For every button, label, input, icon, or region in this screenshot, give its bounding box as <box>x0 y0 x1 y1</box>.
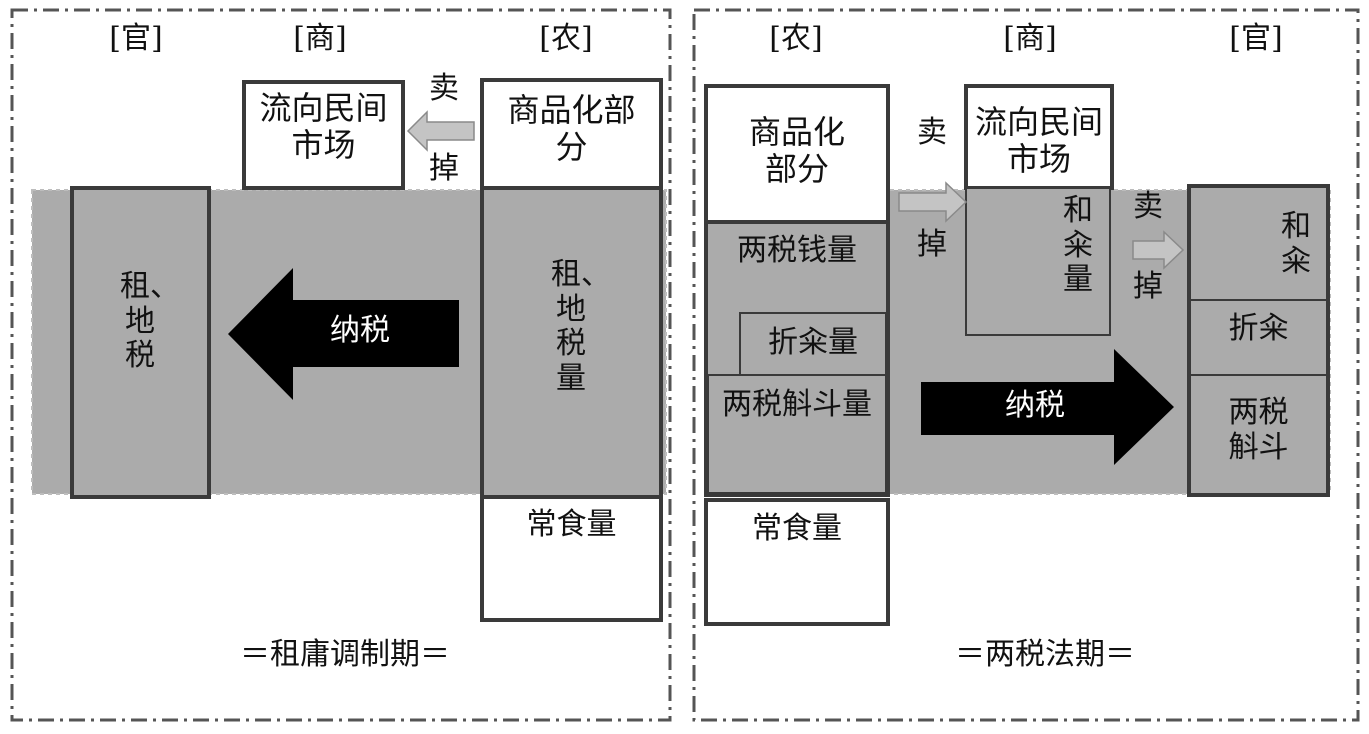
right-commodity-label: 商品化部分 <box>748 113 845 188</box>
left-header-official: [官] <box>109 21 163 56</box>
right-sell2-bottom: 掉 <box>1133 269 1163 304</box>
left-header-merchant: [商] <box>293 21 347 56</box>
left-tax-arrow-label: 纳税 <box>330 313 390 348</box>
right-market-box <box>964 84 1114 190</box>
left-market-label: 流向民间市场 <box>259 89 388 164</box>
right-hudou-label: 两税斛斗量 <box>722 387 872 422</box>
right-hudou-box <box>707 374 887 494</box>
left-farmer-tax-label: 租、地税量 <box>551 257 611 396</box>
left-farmer-tax-box <box>480 186 663 499</box>
right-food-label: 常食量 <box>752 511 842 546</box>
left-tax-arrow <box>228 268 459 400</box>
right-official-box <box>1187 184 1330 497</box>
left-food-label: 常食量 <box>526 507 617 542</box>
right-panel-frame <box>692 8 1360 722</box>
right-food-box <box>704 498 890 626</box>
right-header-official: [官] <box>1229 21 1283 56</box>
right-hedi-label: 和籴量 <box>1063 193 1093 297</box>
left-official-box <box>70 186 211 499</box>
right-liangshui-money-label: 两税钱量 <box>737 233 857 268</box>
right-tax-arrow <box>921 349 1174 465</box>
right-header-farmer: [农] <box>769 21 823 56</box>
right-header-merchant: [商] <box>1003 21 1057 56</box>
left-sell-arrow <box>406 110 475 152</box>
right-sell2-top: 卖 <box>1133 189 1163 224</box>
right-official-hedi-label: 和籴 <box>1281 209 1311 279</box>
left-header-farmer: [农] <box>539 21 593 56</box>
right-period-label: ＝两税法期＝ <box>955 637 1135 672</box>
right-sell-arrow-1 <box>898 181 968 223</box>
right-sell1-top: 卖 <box>917 115 947 150</box>
left-food-box <box>480 495 663 622</box>
right-sell1-bottom: 掉 <box>917 227 947 262</box>
left-market-box <box>242 80 405 190</box>
left-commodity-label: 商品化部分 <box>507 91 636 166</box>
right-commodity-box <box>704 84 890 224</box>
left-official-tax-label: 租、地税 <box>120 269 180 373</box>
right-official-zhedi-label: 折籴 <box>1228 311 1289 346</box>
right-zhedi-label: 折籴量 <box>768 325 858 360</box>
left-period-label: ＝租庸调制期＝ <box>240 637 450 672</box>
right-official-hudou-label: 两税斛斗 <box>1228 395 1289 465</box>
left-panel-frame <box>10 8 672 722</box>
right-sell-arrow-2 <box>1132 230 1185 270</box>
right-hedi-box <box>965 187 1111 336</box>
right-tax-arrow-label: 纳税 <box>1005 388 1065 423</box>
left-sell-top: 卖 <box>429 71 459 106</box>
right-market-label: 流向民间市场 <box>974 103 1103 178</box>
left-sell-bottom: 掉 <box>429 151 459 186</box>
